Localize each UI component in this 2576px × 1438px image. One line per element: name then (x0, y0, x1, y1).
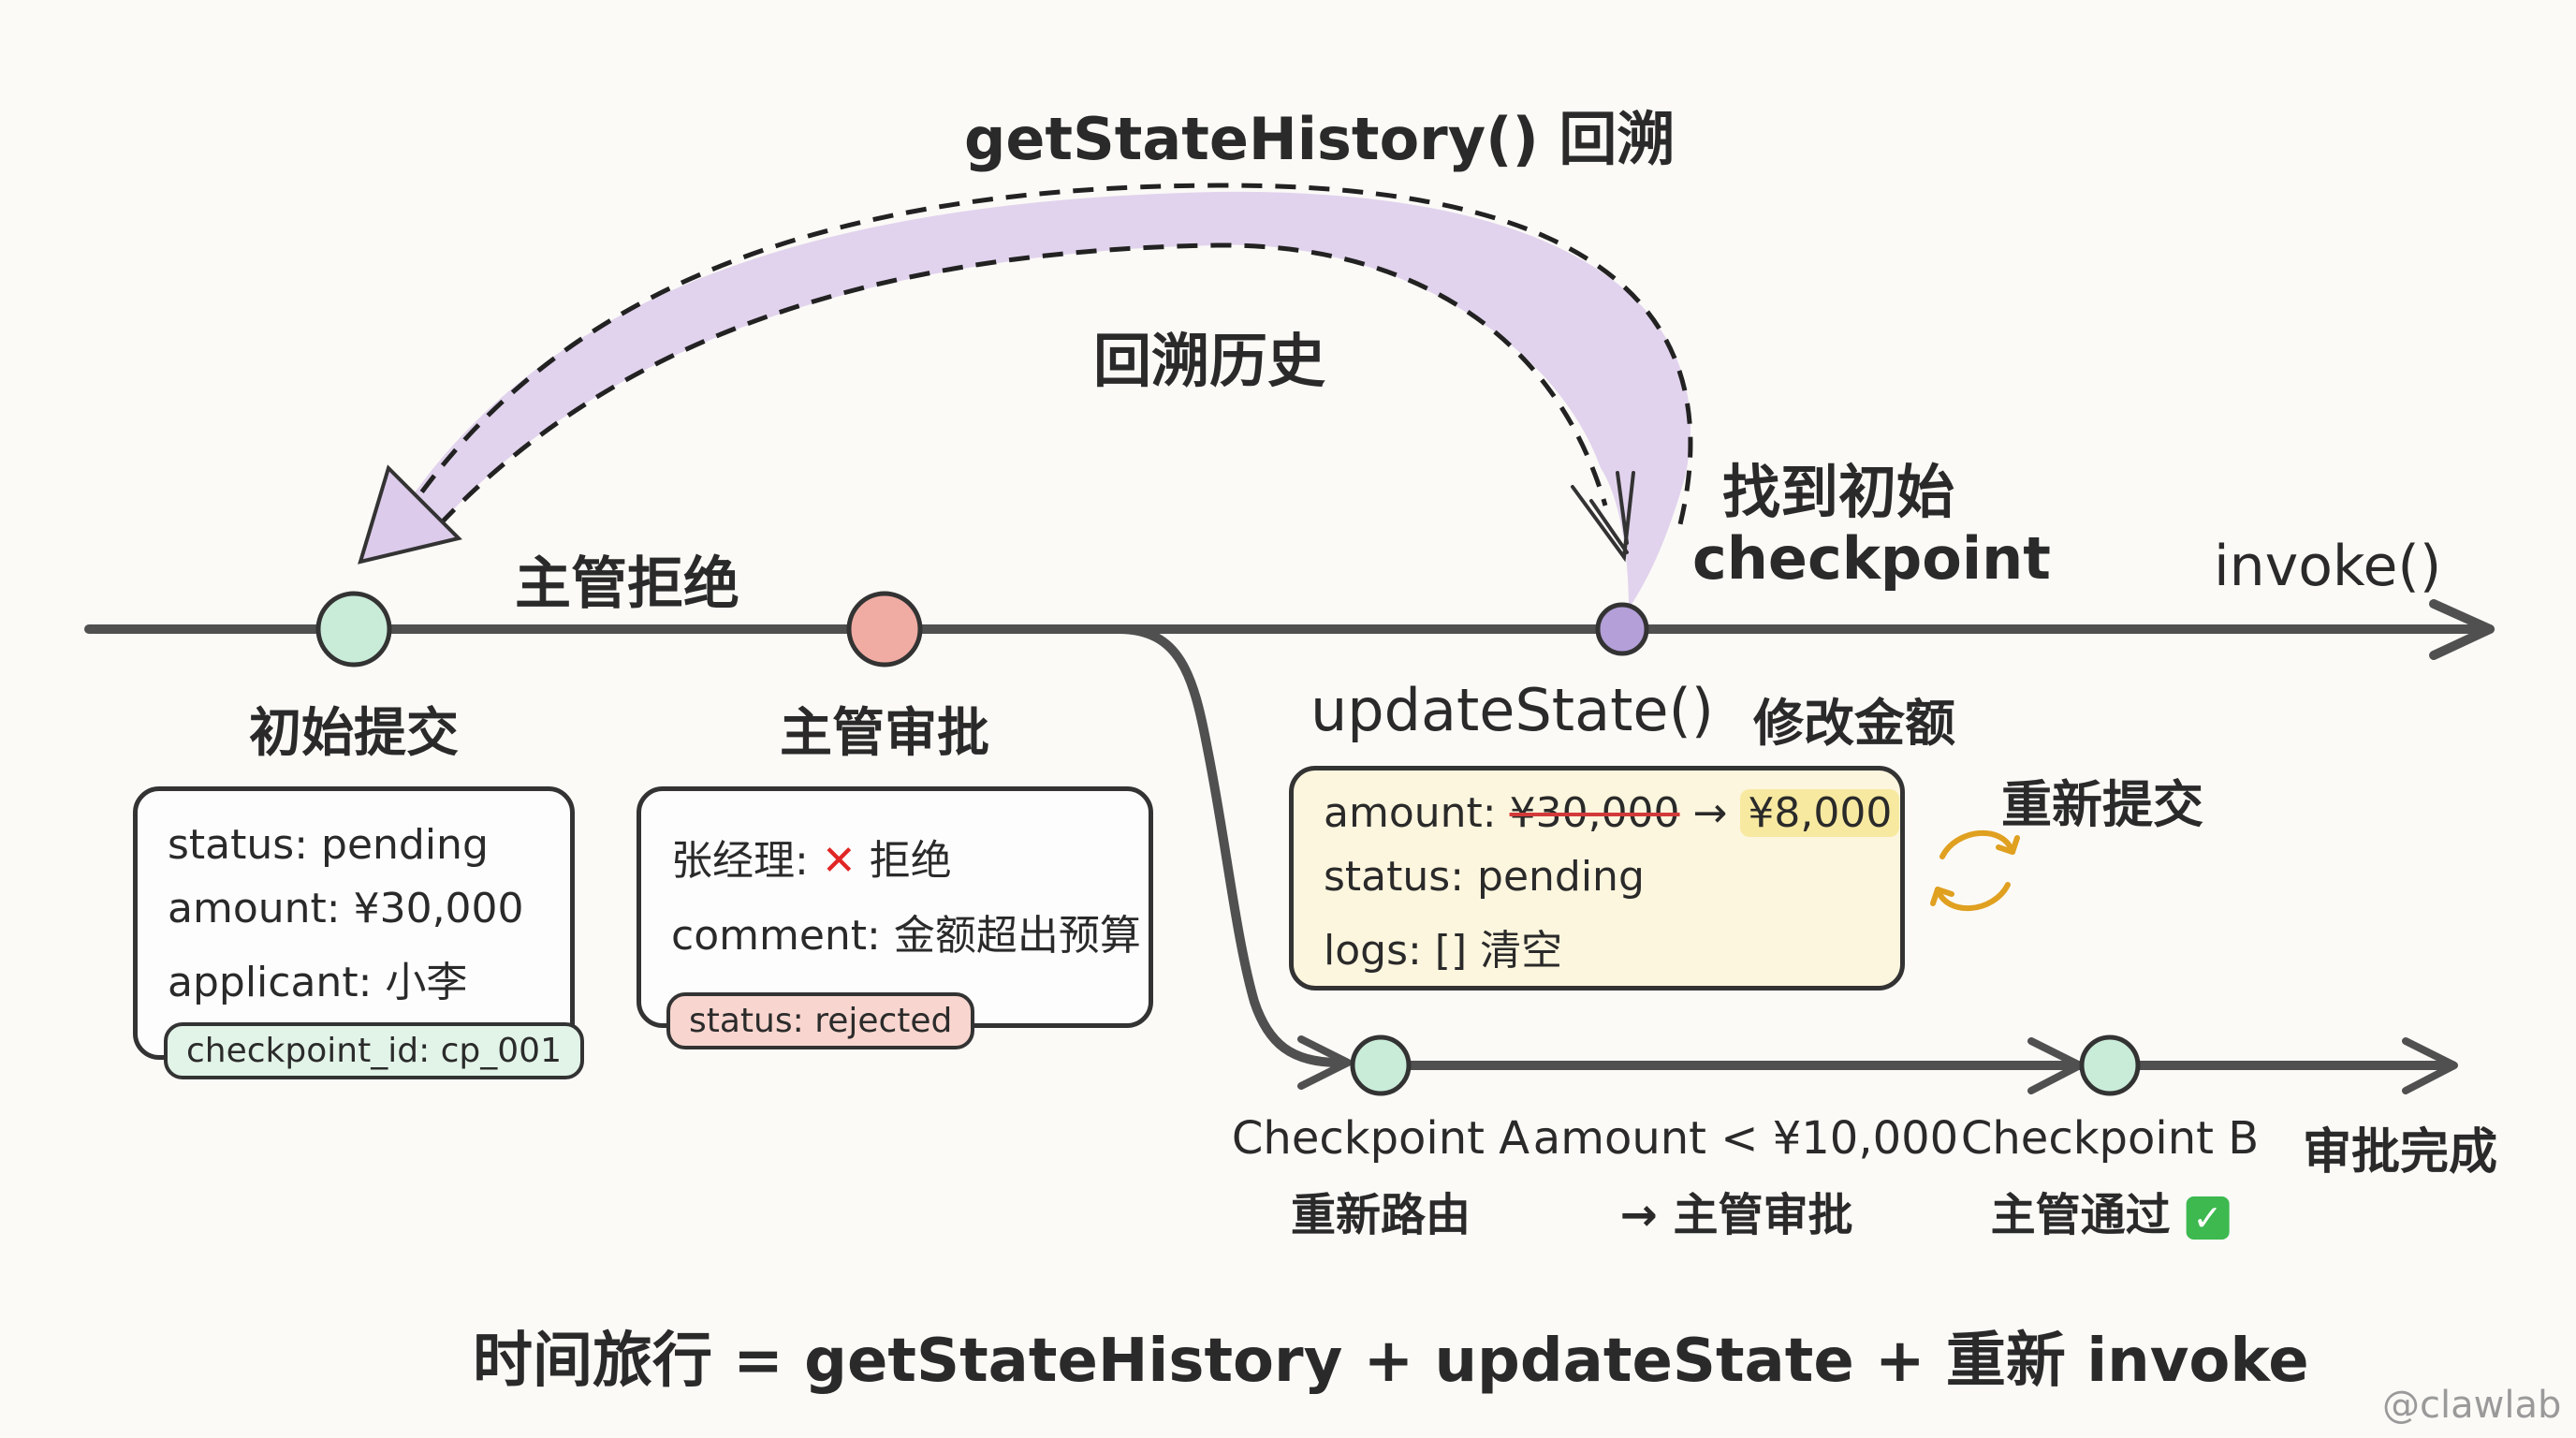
node-checkpoint-a (1350, 1034, 1412, 1096)
history-arc-inner (438, 242, 1608, 526)
checkpoint-a-title: Checkpoint A (1231, 1112, 1530, 1165)
checkpoint-a-desc: 重新路由 (1290, 1189, 1471, 1241)
update-state-card: amount: ¥30,000 → ¥8,000 status: pending… (1289, 766, 1905, 990)
lower-timeline-arrowhead-end (2402, 1037, 2458, 1094)
done-label: 审批完成 (2303, 1124, 2498, 1181)
approval-manager: 张经理: ✕ 拒绝 (671, 827, 952, 887)
cross-icon: ✕ (821, 837, 856, 885)
approval-comment: comment: 金额超出预算 (671, 912, 1141, 960)
find-checkpoint-arrow (1571, 471, 1635, 563)
node-checkpoint-b (2079, 1034, 2141, 1096)
resubmit-label: 重新提交 (2001, 775, 2203, 834)
node-manager-approval (846, 591, 923, 668)
history-arc-arrowhead (358, 464, 462, 565)
history-arc-band (393, 191, 1690, 609)
node-initial-label: 初始提交 (249, 703, 459, 764)
node-update-state (1595, 602, 1649, 656)
refresh-icon (1930, 829, 2020, 912)
update-logs: logs: [] 清空 (1324, 927, 1563, 975)
node-initial-submit (315, 591, 392, 668)
node-approval-label: 主管审批 (780, 703, 989, 764)
check-icon: ✓ (2186, 1196, 2230, 1240)
node-update-sub: 修改金额 (1753, 694, 1955, 753)
update-status: status: pending (1324, 853, 1645, 901)
condition-desc: → 主管审批 (1619, 1189, 1853, 1241)
branch-arrowhead-a (1297, 1035, 1352, 1090)
checkpoint-id-tag: checkpoint_id: cp_001 (164, 1022, 584, 1079)
update-amount: amount: ¥30,000 → ¥8,000 (1324, 789, 1900, 837)
formula-caption: 时间旅行 = getStateHistory + updateState + 重… (473, 1327, 2309, 1396)
status-rejected-tag: status: rejected (666, 992, 975, 1049)
invoke-label: invoke() (2214, 534, 2442, 599)
initial-status: status: pending (168, 821, 489, 869)
checkpoint-b-desc: 主管通过 ✓ (1991, 1178, 2230, 1243)
manager-result: 拒绝 (869, 837, 952, 885)
main-timeline-arrowhead (2429, 599, 2495, 660)
amount-old: ¥30,000 (1509, 789, 1680, 837)
initial-amount: amount: ¥30,000 (168, 885, 524, 932)
amount-prefix: amount: (1324, 789, 1497, 837)
reject-label: 主管拒绝 (515, 551, 739, 617)
initial-applicant: applicant: 小李 (168, 959, 468, 1006)
arc-top-label: getStateHistory() 回溯 (964, 105, 1676, 173)
approval-state-card: 张经理: ✕ 拒绝 comment: 金额超出预算 (637, 786, 1153, 1028)
find-label-line1: 找到初始 (1722, 458, 1955, 526)
branch-curve (1114, 624, 1343, 1067)
condition-title: amount < ¥10,000 (1532, 1112, 1959, 1165)
amount-arrow: → (1692, 789, 1728, 837)
checkpoint-b-title: Checkpoint B (1960, 1112, 2260, 1165)
arc-mid-label: 回溯历史 (1093, 327, 1326, 395)
manager-prefix: 张经理: (671, 837, 809, 885)
initial-state-card: status: pending amount: ¥30,000 applican… (133, 786, 575, 1060)
checkpoint-b-desc-text: 主管通过 (1990, 1189, 2171, 1241)
amount-new: ¥8,000 (1740, 789, 1900, 837)
find-label-line2: checkpoint (1692, 524, 2051, 593)
watermark: @clawlab (2382, 1384, 2562, 1427)
node-update-label: updateState() (1310, 676, 1714, 744)
